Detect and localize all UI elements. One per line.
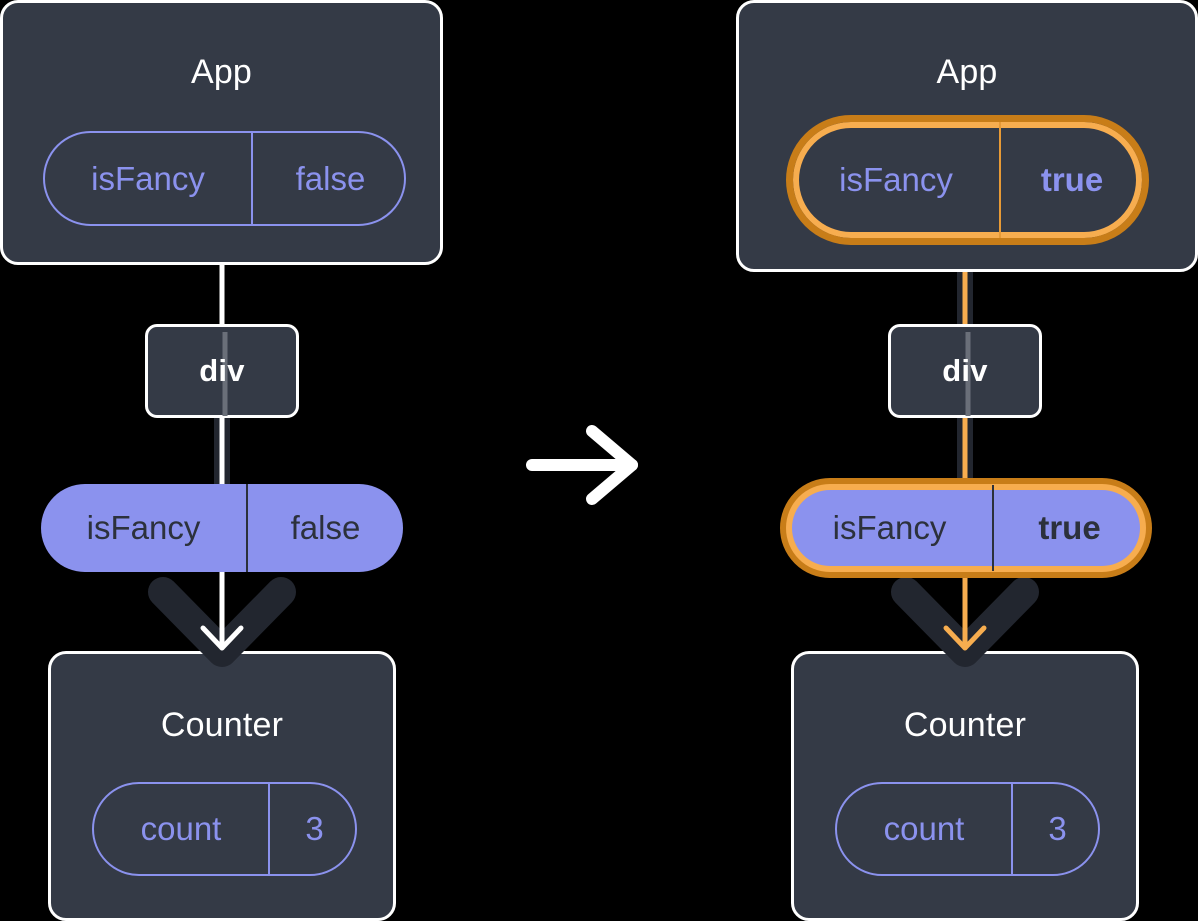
app-state-pill[interactable]: isFancy false bbox=[43, 131, 406, 226]
prop-pill[interactable]: isFancy false bbox=[41, 484, 403, 572]
counter-card-title: Counter bbox=[160, 706, 284, 744]
counter-state-pill-name: count bbox=[140, 810, 222, 847]
counter-card-title: Counter bbox=[903, 706, 1027, 744]
prop-pill-value: false bbox=[246, 484, 403, 572]
app-state-pill-value: false bbox=[251, 133, 408, 224]
panel-before: App isFancy false div isFancy false Co bbox=[0, 0, 443, 921]
arrow-head bbox=[943, 625, 987, 651]
counter-state-pill[interactable]: count 3 bbox=[835, 782, 1100, 876]
div-node-passthrough-line bbox=[222, 332, 228, 416]
arrow-chevron-shadow bbox=[148, 577, 296, 667]
div-node: div bbox=[888, 324, 1042, 418]
app-card-title: App bbox=[190, 53, 253, 91]
prop-pill-name: isFancy bbox=[86, 509, 201, 546]
arrow-chevron-shadow bbox=[891, 577, 1039, 667]
counter-state-pill-value: 3 bbox=[1011, 784, 1102, 874]
div-node: div bbox=[145, 324, 299, 418]
app-state-pill[interactable]: isFancy true bbox=[786, 115, 1149, 245]
arrow-layer-before bbox=[148, 560, 296, 667]
div-node-label: div bbox=[942, 353, 988, 388]
app-state-pill-name: isFancy bbox=[91, 159, 205, 197]
counter-state-pill-value: 3 bbox=[268, 784, 359, 874]
counter-card: Counter count 3 bbox=[48, 651, 396, 921]
counter-card: Counter count 3 bbox=[791, 651, 1139, 921]
app-card: App isFancy false bbox=[0, 0, 443, 265]
prop-pill-value: true bbox=[992, 485, 1145, 571]
app-state-pill-name: isFancy bbox=[839, 161, 953, 198]
counter-state-pill-name: count bbox=[883, 810, 965, 847]
prop-pill-name: isFancy bbox=[832, 509, 947, 546]
arrow-head bbox=[200, 625, 244, 651]
div-node-label: div bbox=[199, 353, 245, 388]
arrow-right-icon bbox=[526, 425, 638, 505]
div-node-passthrough-line bbox=[965, 332, 971, 416]
counter-state-pill[interactable]: count 3 bbox=[92, 782, 357, 876]
panel-after: App isFancy true div isFancy true bbox=[599, 0, 1198, 921]
connector-layer-before bbox=[214, 258, 230, 492]
app-state-pill-value: true bbox=[999, 122, 1143, 238]
app-card-title: App bbox=[936, 53, 998, 91]
prop-pill[interactable]: isFancy true bbox=[780, 478, 1152, 578]
